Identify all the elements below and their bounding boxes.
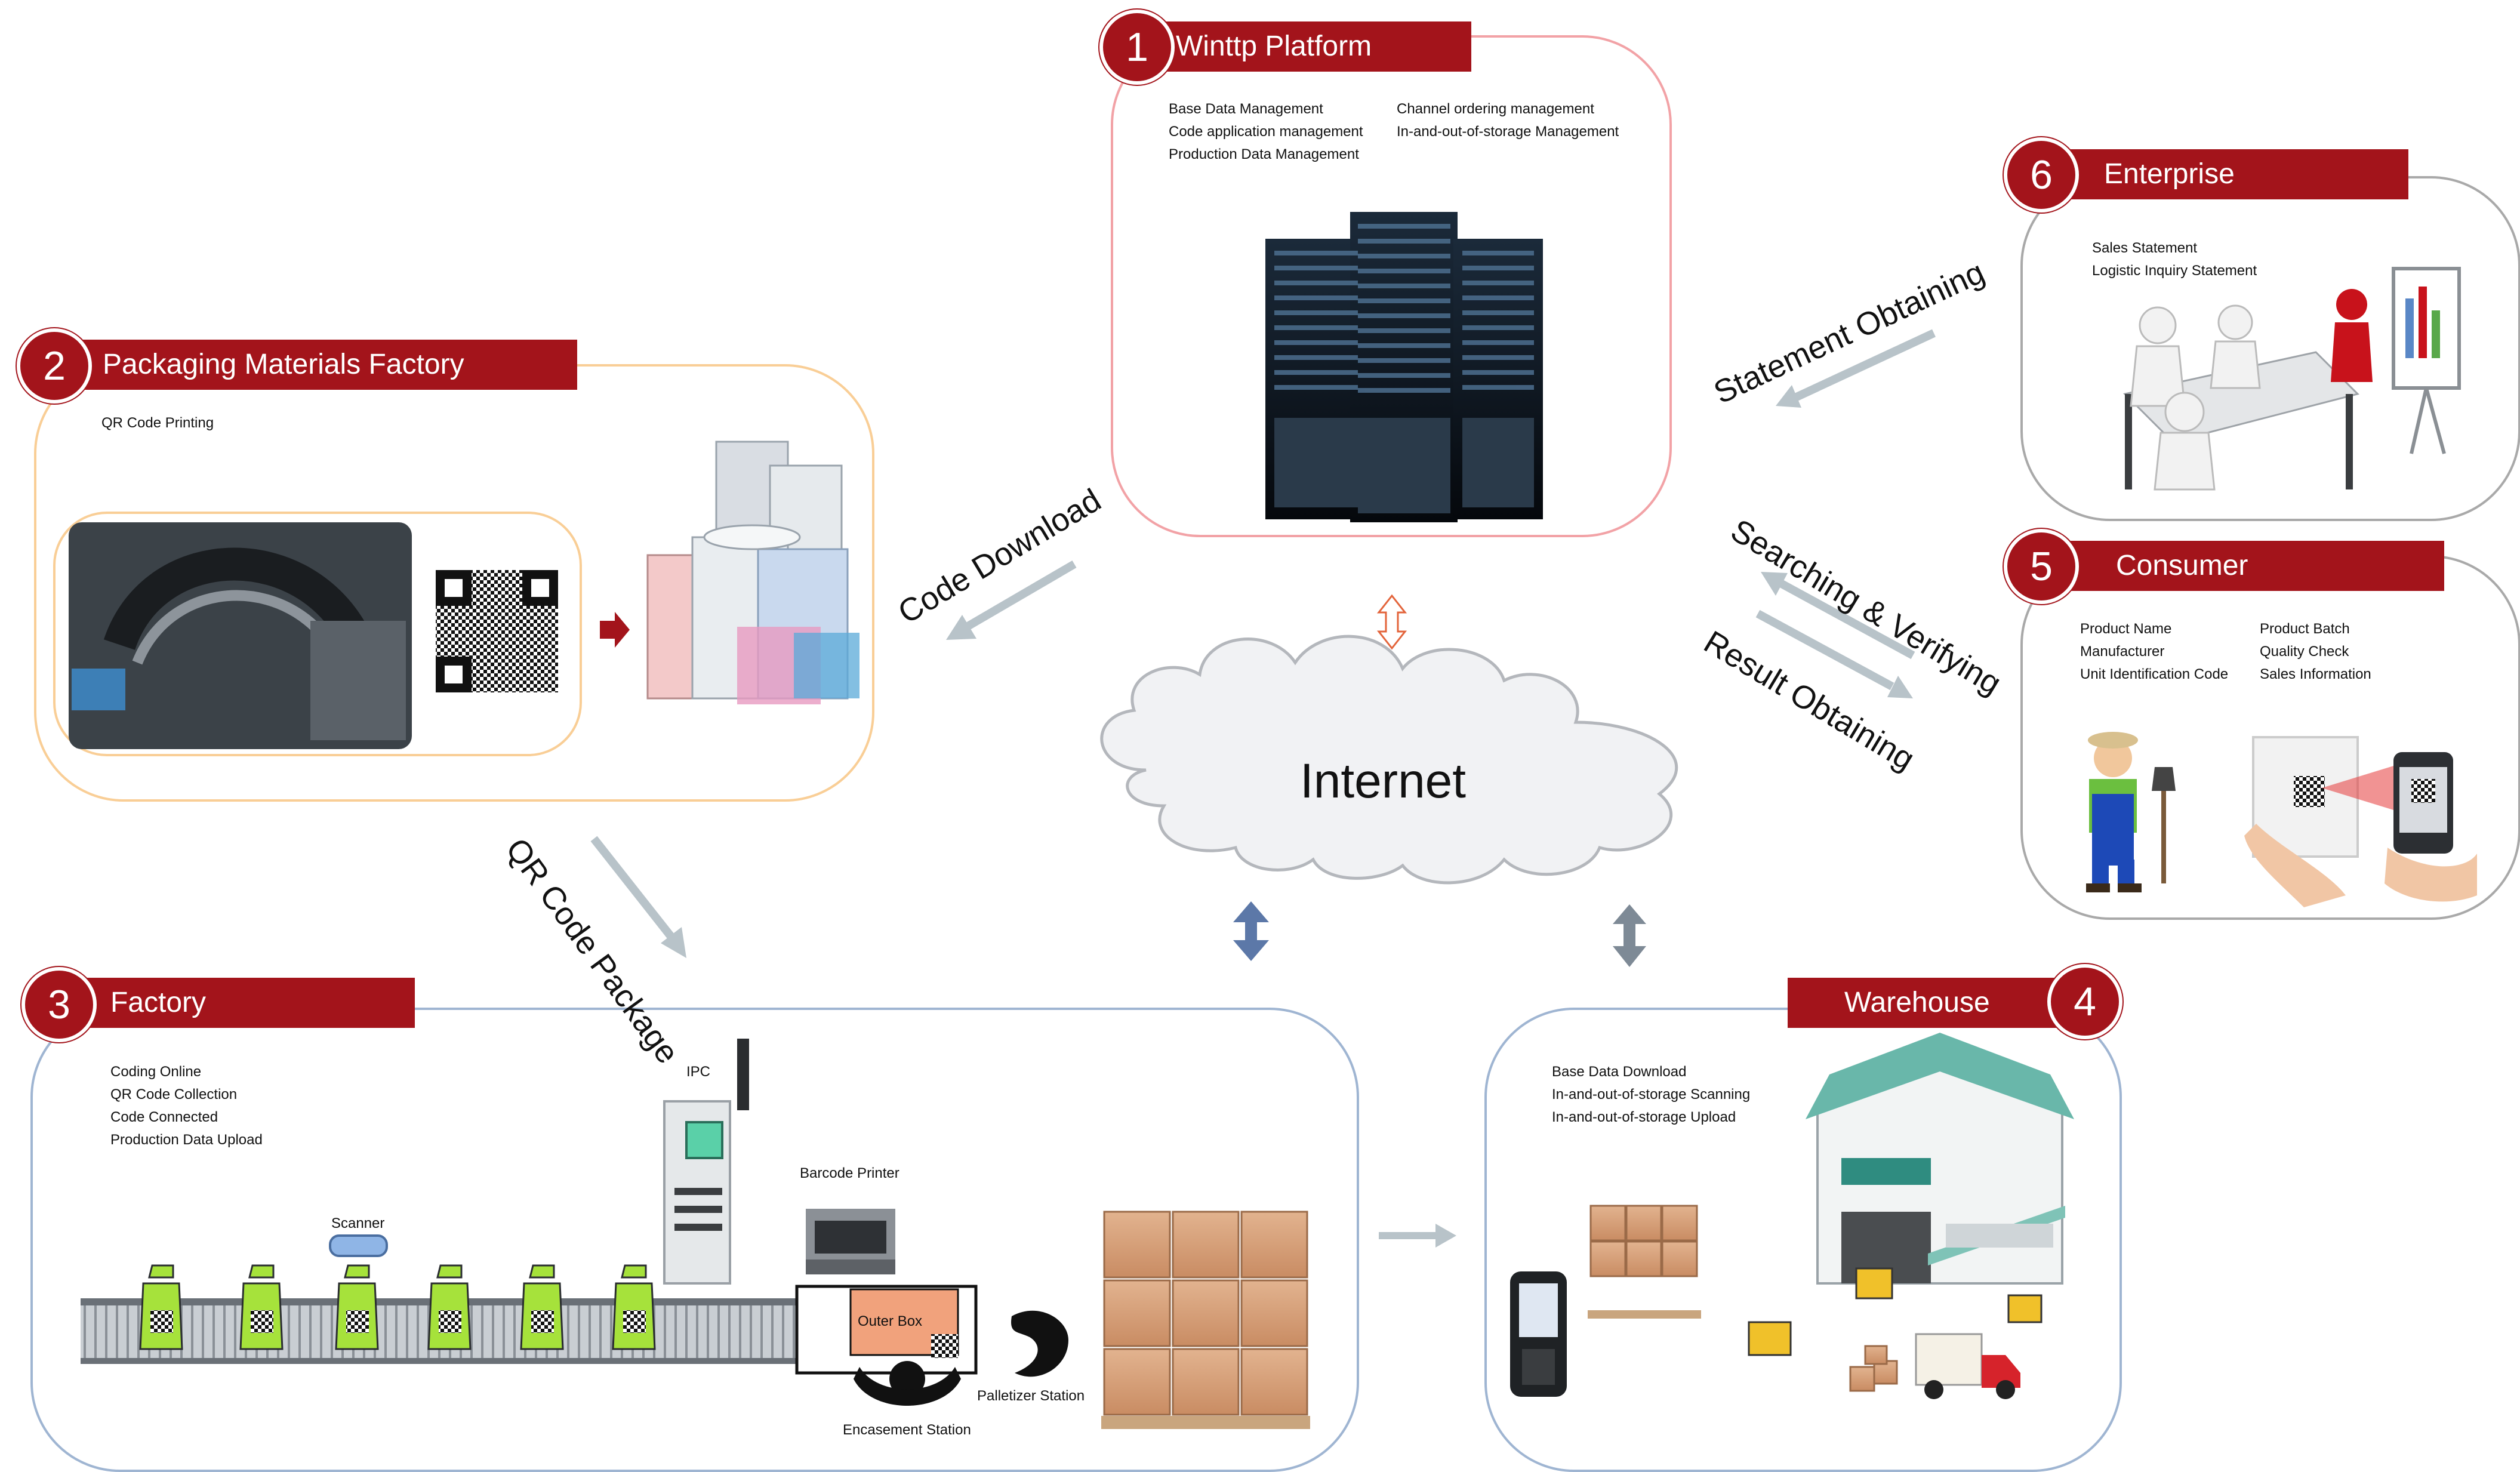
warehouse-pallet-boxes bbox=[1588, 1205, 1701, 1319]
printing-machine-photo bbox=[69, 522, 412, 749]
factory-feature: Code Connected bbox=[110, 1109, 218, 1125]
internet-cloud bbox=[1100, 635, 1678, 885]
meeting-illustration bbox=[2122, 267, 2461, 491]
consumer-title: Consumer bbox=[2023, 541, 2444, 591]
warehouse-number-badge: 4 bbox=[2047, 964, 2122, 1039]
platform-internet-arrow bbox=[1376, 594, 1407, 650]
platform-feature: In-and-out-of-storage Management bbox=[1397, 124, 1619, 140]
warehouse-features: Base Data Download In-and-out-of-storage… bbox=[1552, 1061, 1750, 1129]
warehouse-feature: In-and-out-of-storage Scanning bbox=[1552, 1086, 1751, 1103]
searching-verifying-arrow bbox=[1761, 572, 1915, 660]
platform-title: Winttp Platform bbox=[1134, 21, 1471, 72]
code-download-arrow bbox=[946, 560, 1077, 640]
qr-code-package-arrow bbox=[590, 836, 686, 958]
consumer-feature: Unit Identification Code bbox=[2080, 666, 2229, 682]
warehouse-feature: Base Data Download bbox=[1552, 1064, 1687, 1080]
enterprise-title: Enterprise bbox=[2023, 149, 2408, 199]
platform-number-badge: 1 bbox=[1099, 10, 1175, 85]
factory-title: Factory bbox=[48, 978, 415, 1028]
platform-feature: Base Data Management bbox=[1169, 101, 1323, 117]
internet-warehouse-arrow bbox=[1613, 904, 1646, 967]
servers-icon bbox=[1265, 212, 1543, 522]
packaging-title: Packaging Materials Factory bbox=[55, 340, 577, 390]
factory-feature: Production Data Upload bbox=[110, 1132, 263, 1148]
parcel-boxes bbox=[1849, 1345, 1898, 1392]
statement-obtaining-arrow bbox=[1776, 329, 1936, 408]
outer-box bbox=[795, 1285, 978, 1375]
scanning-phone-illustration bbox=[2244, 736, 2477, 907]
handheld-scanner-icon bbox=[1510, 1271, 1567, 1397]
encasement-station-icon bbox=[854, 1361, 961, 1406]
warehouse-feature: In-and-out-of-storage Upload bbox=[1552, 1109, 1736, 1125]
consumer-number-badge: 5 bbox=[2004, 529, 2079, 604]
ipc-label: IPC bbox=[686, 1064, 711, 1080]
platform-feature: Code application management bbox=[1169, 124, 1363, 140]
ipc-machine bbox=[663, 1039, 749, 1285]
red-arrow-icon bbox=[600, 612, 630, 648]
warehouse-building-illustration bbox=[1806, 1033, 2074, 1285]
palletizer-station-icon bbox=[1011, 1310, 1068, 1377]
scanner-label: Scanner bbox=[331, 1215, 385, 1231]
consumer-feature: Manufacturer bbox=[2080, 643, 2165, 660]
factory-feature: Coding Online bbox=[110, 1064, 202, 1080]
consumer-features-left: Product Name Manufacturer Unit Identific… bbox=[2080, 618, 2228, 686]
scanner-icon bbox=[329, 1234, 388, 1257]
internet-label: Internet bbox=[1300, 754, 1467, 808]
encasement-station-label: Encasement Station bbox=[843, 1422, 971, 1438]
barcode-printer bbox=[806, 1209, 895, 1274]
consumer-feature: Quality Check bbox=[2260, 643, 2349, 660]
platform-feature: Channel ordering management bbox=[1397, 101, 1594, 117]
enterprise-number-badge: 6 bbox=[2004, 137, 2079, 213]
qr-code-icon bbox=[436, 570, 558, 692]
label-rolls-photo bbox=[646, 441, 859, 704]
delivery-truck-icon bbox=[1915, 1333, 2020, 1399]
farmer-illustration bbox=[2086, 732, 2176, 892]
factory-number-badge: 3 bbox=[21, 967, 97, 1042]
palletizer-station-label: Palletizer Station bbox=[977, 1388, 1085, 1404]
platform-feature: Production Data Management bbox=[1169, 146, 1359, 162]
packaging-feature: QR Code Printing bbox=[101, 415, 214, 431]
consumer-feature: Sales Information bbox=[2260, 666, 2371, 682]
enterprise-features: Sales Statement Logistic Inquiry Stateme… bbox=[2092, 237, 2257, 282]
pallet-boxes bbox=[1101, 1211, 1310, 1429]
packaging-number-badge: 2 bbox=[17, 328, 92, 404]
packaging-features: QR Code Printing bbox=[101, 412, 214, 435]
platform-features-left: Base Data Management Code application ma… bbox=[1169, 98, 1363, 166]
barcode-printer-label: Barcode Printer bbox=[800, 1165, 899, 1181]
result-obtaining-arrow bbox=[1755, 609, 1913, 698]
platform-features-right: Channel ordering management In-and-out-o… bbox=[1397, 98, 1619, 143]
outer-box-label: Outer Box bbox=[858, 1313, 923, 1329]
consumer-feature: Product Name bbox=[2080, 621, 2172, 637]
forklift-icons bbox=[1748, 1267, 2043, 1356]
enterprise-feature: Sales Statement bbox=[2092, 240, 2198, 256]
consumer-feature: Product Batch bbox=[2260, 621, 2350, 637]
factory-warehouse-arrow bbox=[1379, 1224, 1456, 1248]
consumer-features-right: Product Batch Quality Check Sales Inform… bbox=[2260, 618, 2371, 686]
internet-factory-arrow bbox=[1233, 901, 1269, 961]
factory-features: Coding Online QR Code Collection Code Co… bbox=[110, 1061, 263, 1151]
enterprise-feature: Logistic Inquiry Statement bbox=[2092, 263, 2257, 279]
bottle-labels bbox=[150, 1310, 646, 1333]
factory-feature: QR Code Collection bbox=[110, 1086, 238, 1103]
